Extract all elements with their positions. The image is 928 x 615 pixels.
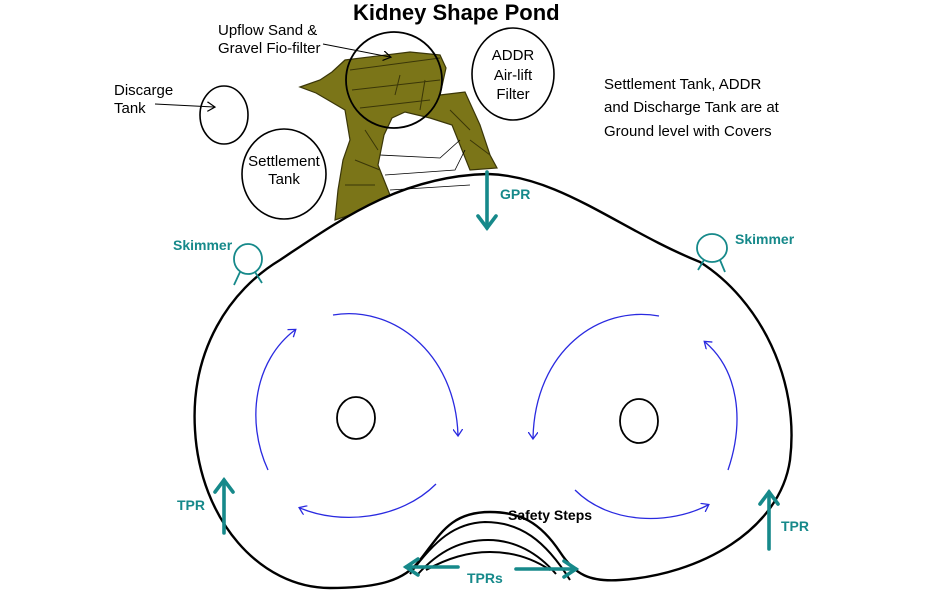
settlement-tank-circle: [241, 128, 327, 220]
discharge-label-line2: Tank: [114, 100, 146, 117]
addr-filter-label: ADDR Air-lift Filter: [478, 46, 548, 105]
flow-arrow-left-top: [332, 313, 458, 435]
tpr-left-label: TPR: [177, 497, 205, 513]
diagram-title: Kidney Shape Pond: [353, 0, 560, 25]
tpr-right-arrow: [758, 489, 780, 551]
safety-steps-label: Safety Steps: [508, 507, 593, 523]
tprs-label: TPRs: [467, 570, 503, 586]
settlement-label-line2: Tank: [268, 171, 300, 188]
pipes: [213, 170, 780, 579]
addr-label-line1: ADDR: [491, 47, 535, 64]
addr-label-line2: Air-lift: [493, 66, 533, 84]
note-line2: and Discharge Tank are at: [604, 99, 779, 117]
addr-filter-circle: [471, 27, 555, 121]
discharge-pointer-arrow: [154, 104, 214, 107]
discharge-tank-circle: [199, 85, 249, 145]
discharge-tank-label: Discarge Tank: [114, 82, 173, 118]
flow-arrow-left-bottom: [300, 483, 437, 518]
note-line1: Settlement Tank, ADDR: [604, 76, 762, 93]
skimmer-left: [233, 243, 263, 286]
filter-label-line2: Gravel Fio-filter: [218, 40, 321, 57]
gpr-label: GPR: [500, 186, 531, 202]
settlement-label-line1: Settlement: [248, 153, 320, 170]
tpr-left-arrow: [213, 477, 235, 535]
skimmer-right: [696, 233, 728, 273]
tpr-right-label: TPR: [781, 518, 809, 534]
addr-label-line3: Filter: [496, 86, 530, 103]
safety-steps: [409, 520, 571, 581]
skimmer-right-label: Skimmer: [735, 231, 795, 247]
settlement-tank-label: Settlement Tank: [242, 153, 326, 189]
pond-outline: [193, 172, 793, 590]
right-island: [619, 398, 659, 444]
flow-arrow-right-top: [533, 313, 660, 438]
filter-pointer-arrow: [322, 43, 390, 57]
tprs-left-arrow: [402, 557, 460, 577]
circulation-flow: [255, 313, 738, 520]
filter-label: Upflow Sand & Gravel Fio-filter: [218, 22, 321, 58]
filter-circle: [345, 31, 443, 129]
flow-arrow-right-side: [705, 342, 738, 471]
tprs-right-arrow: [514, 559, 580, 579]
filter-label-line1: Upflow Sand &: [218, 22, 318, 39]
flow-arrow-left-side: [255, 330, 295, 471]
note-text: Settlement Tank, ADDR and Discharge Tank…: [604, 73, 779, 143]
skimmer-left-label: Skimmer: [173, 237, 233, 253]
discharge-label-line1: Discarge: [114, 82, 174, 99]
left-island: [336, 396, 376, 440]
filter-bed: [298, 51, 498, 221]
gpr-arrow: [476, 170, 498, 231]
flow-arrow-right-bottom: [574, 489, 708, 520]
note-line3: Ground level with Covers: [604, 122, 772, 140]
